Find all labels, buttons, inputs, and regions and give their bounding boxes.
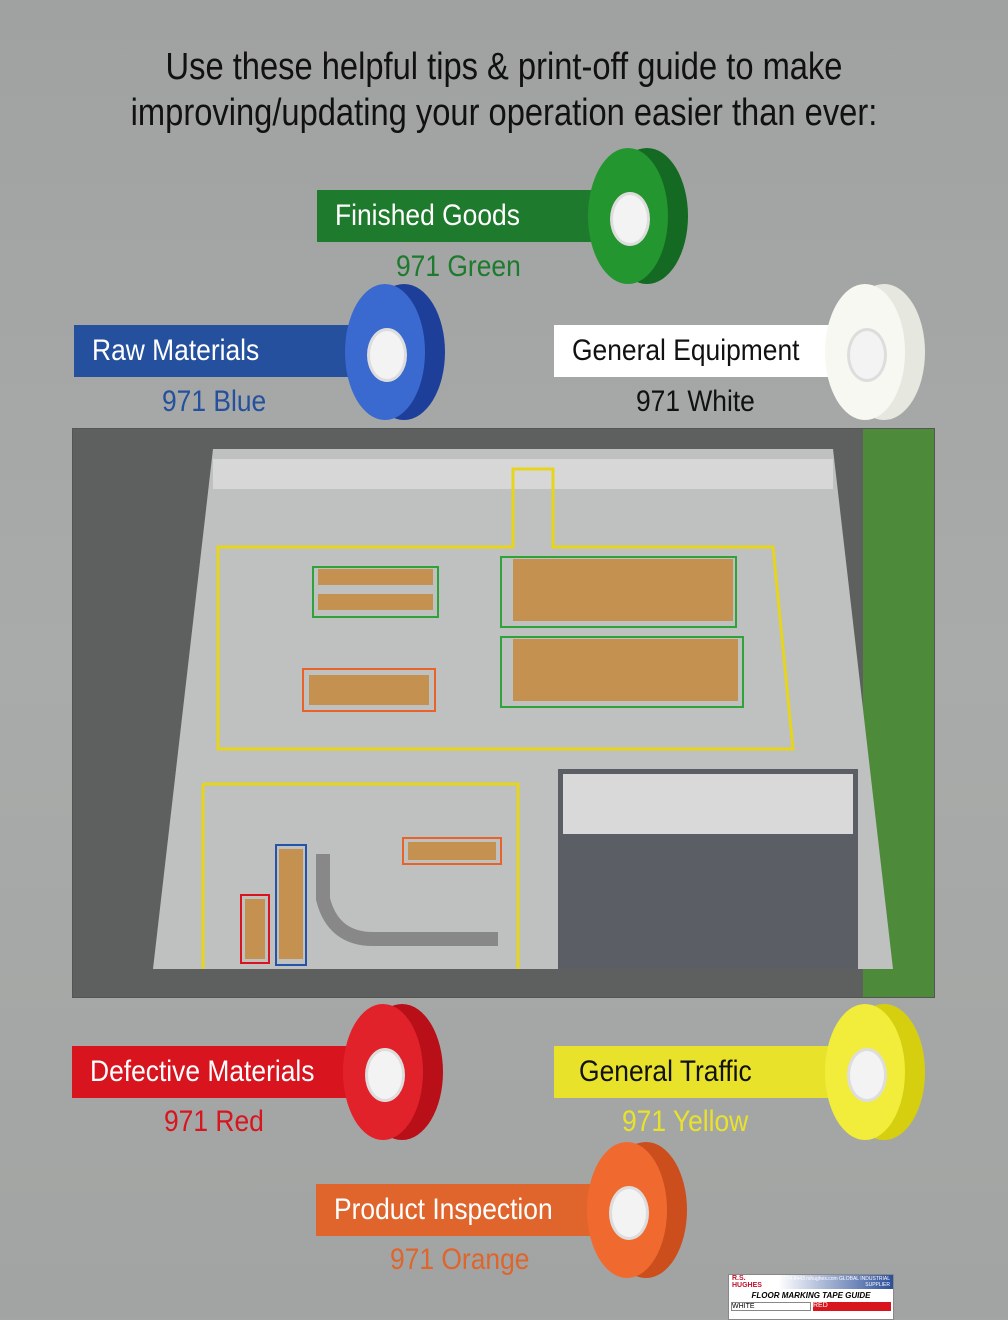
label-971-yellow: 971 Yellow xyxy=(622,1105,749,1138)
guide-title: FLOOR MARKING TAPE GUIDE xyxy=(751,1291,871,1300)
warehouse-floor-illustration xyxy=(72,428,935,998)
guide-col-white: WHITE xyxy=(731,1302,811,1311)
red-tape-roll-icon xyxy=(343,1004,443,1140)
floor-marking-guide-thumbnail[interactable]: R.S. HUGHES 877-774-8443 rshughes.com GL… xyxy=(728,1274,894,1320)
guide-phone: 877-774-8443 xyxy=(773,1276,805,1282)
band-defective-materials: Defective Materials xyxy=(72,1046,362,1098)
blue-tape-roll-icon xyxy=(345,284,445,420)
band-finished-goods: Finished Goods xyxy=(317,190,607,242)
label-971-blue: 971 Blue xyxy=(162,385,267,418)
band-general-traffic: General Traffic xyxy=(554,1046,844,1098)
band-raw-materials: Raw Materials xyxy=(74,325,364,377)
white-tape-roll-icon xyxy=(825,284,925,420)
label-971-green: 971 Green xyxy=(396,250,521,283)
guide-tagline: GLOBAL INDUSTRIAL SUPPLIER xyxy=(839,1276,890,1288)
label-971-orange: 971 Orange xyxy=(390,1243,530,1276)
green-tape-roll-icon xyxy=(588,148,688,284)
page-title: Use these helpful tips & print-off guide… xyxy=(130,46,878,134)
orange-tape-roll-icon xyxy=(587,1142,687,1278)
band-product-inspection: Product Inspection xyxy=(316,1184,606,1236)
band-general-equipment: General Equipment xyxy=(554,325,844,377)
guide-col-red: RED xyxy=(813,1302,891,1311)
label-971-red: 971 Red xyxy=(164,1105,264,1138)
guide-brand: R.S. HUGHES xyxy=(732,1275,762,1289)
yellow-tape-roll-icon xyxy=(825,1004,925,1140)
label-971-white: 971 White xyxy=(636,385,755,418)
guide-site: rshughes.com xyxy=(806,1276,838,1282)
